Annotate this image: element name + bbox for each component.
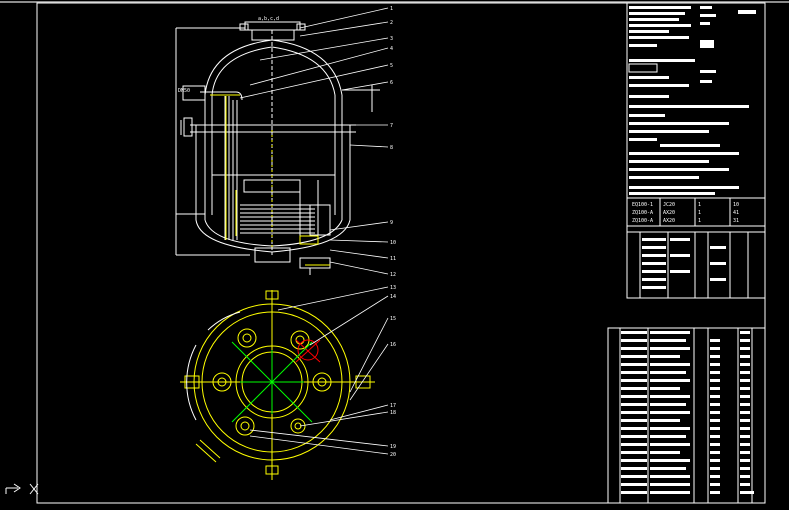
vessel-elevation bbox=[175, 21, 380, 275]
svg-text:10: 10 bbox=[733, 202, 739, 208]
svg-text:EQ100-1: EQ100-1 bbox=[632, 202, 653, 208]
svg-text:JC20: JC20 bbox=[663, 202, 675, 208]
svg-text:15: 15 bbox=[390, 316, 396, 322]
title-block bbox=[626, 2, 766, 299]
svg-text:2: 2 bbox=[390, 20, 393, 26]
svg-text:11: 11 bbox=[390, 256, 396, 262]
svg-text:17: 17 bbox=[390, 403, 396, 409]
vessel-plan bbox=[180, 290, 375, 480]
nozzle-top-label: a,b,c,d bbox=[258, 16, 279, 22]
svg-text:18: 18 bbox=[390, 410, 396, 416]
svg-text:16: 16 bbox=[390, 342, 396, 348]
svg-text:6: 6 bbox=[390, 80, 393, 86]
svg-text:8: 8 bbox=[390, 145, 393, 151]
plan-part-labels: 13 14 15 16 17 18 19 20 bbox=[390, 285, 396, 458]
svg-text:AX20: AX20 bbox=[663, 218, 675, 224]
plan-leader-lines bbox=[249, 286, 389, 455]
svg-text:7: 7 bbox=[390, 123, 393, 129]
ucs-icon bbox=[4, 480, 44, 504]
svg-text:1: 1 bbox=[698, 202, 701, 208]
svg-text:3: 3 bbox=[390, 36, 393, 42]
svg-text:ZQ100-A: ZQ100-A bbox=[632, 210, 653, 216]
nozzle-left-label: DN50 bbox=[178, 88, 190, 94]
svg-text:31: 31 bbox=[733, 218, 739, 224]
elevation-yellow bbox=[210, 94, 330, 266]
svg-text:1: 1 bbox=[698, 210, 701, 216]
parts-list-rows bbox=[621, 331, 754, 494]
svg-text:20: 20 bbox=[390, 452, 396, 458]
parts-list bbox=[607, 327, 766, 504]
svg-text:41: 41 bbox=[733, 210, 739, 216]
svg-text:4: 4 bbox=[390, 46, 393, 52]
svg-text:12: 12 bbox=[390, 272, 396, 278]
svg-text:1: 1 bbox=[698, 218, 701, 224]
svg-text:10: 10 bbox=[390, 240, 396, 246]
svg-text:9: 9 bbox=[390, 220, 393, 226]
part-number-labels: 1 2 3 4 5 6 7 8 9 10 11 12 bbox=[390, 6, 396, 278]
svg-text:AX20: AX20 bbox=[663, 210, 675, 216]
title-block-entries: EQ100-1 JC20 1 10 ZQ100-A AX20 1 41 ZQ10… bbox=[632, 202, 739, 224]
svg-text:19: 19 bbox=[390, 444, 396, 450]
svg-text:5: 5 bbox=[390, 63, 393, 69]
leader-lines bbox=[239, 7, 389, 275]
svg-text:14: 14 bbox=[390, 294, 396, 300]
nozzle-table bbox=[627, 231, 765, 299]
svg-text:13: 13 bbox=[390, 285, 396, 291]
svg-text:1: 1 bbox=[390, 6, 393, 12]
svg-text:ZQ100-A: ZQ100-A bbox=[632, 218, 653, 224]
